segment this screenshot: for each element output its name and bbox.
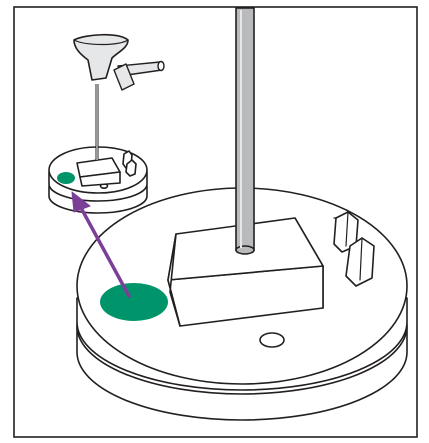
rod-body — [236, 8, 254, 250]
green-marker — [100, 283, 168, 321]
rod-base — [236, 246, 254, 254]
inset-device — [49, 35, 164, 213]
vertical-rod — [236, 8, 254, 254]
post-front — [346, 238, 374, 286]
inset-green-marker — [57, 172, 75, 184]
base-hole — [260, 333, 284, 347]
